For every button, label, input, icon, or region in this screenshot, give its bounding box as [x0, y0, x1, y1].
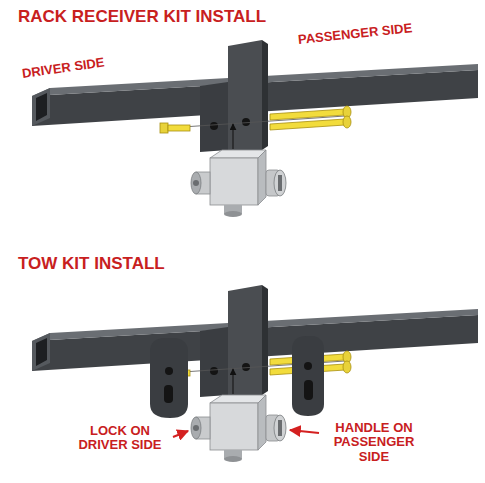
illustration-part: [304, 380, 313, 400]
side-label: DRIVER SIDE: [21, 55, 105, 81]
section-heading: RACK RECEIVER KIT INSTALL: [18, 8, 266, 27]
side-label-holder: DRIVER SIDE: [21, 53, 106, 82]
callout-arrow: [290, 430, 319, 433]
section-heading-holder: TOW KIT INSTALL: [18, 255, 165, 274]
callout-label-holder: HANDLE ON PASSENGER SIDE: [321, 421, 427, 465]
callout-arrow: [173, 431, 188, 437]
illustration-part: [150, 338, 188, 418]
callout-label-holder: LOCK ON DRIVER SIDE: [70, 424, 170, 453]
callout-label: LOCK ON DRIVER SIDE: [70, 424, 170, 453]
illustration-part: [164, 385, 173, 403]
tow-side-plate: [150, 338, 188, 418]
tow-side-plate: [292, 336, 324, 416]
section-heading: TOW KIT INSTALL: [18, 255, 165, 274]
side-label-holder: PASSENGER SIDE: [297, 18, 413, 48]
illustration-part: [304, 362, 312, 370]
callout-label: HANDLE ON PASSENGER SIDE: [321, 421, 427, 464]
section-heading-holder: RACK RECEIVER KIT INSTALL: [18, 8, 266, 27]
illustration-part: [292, 336, 324, 416]
side-label: PASSENGER SIDE: [297, 21, 412, 47]
illustration-part: [165, 367, 173, 375]
